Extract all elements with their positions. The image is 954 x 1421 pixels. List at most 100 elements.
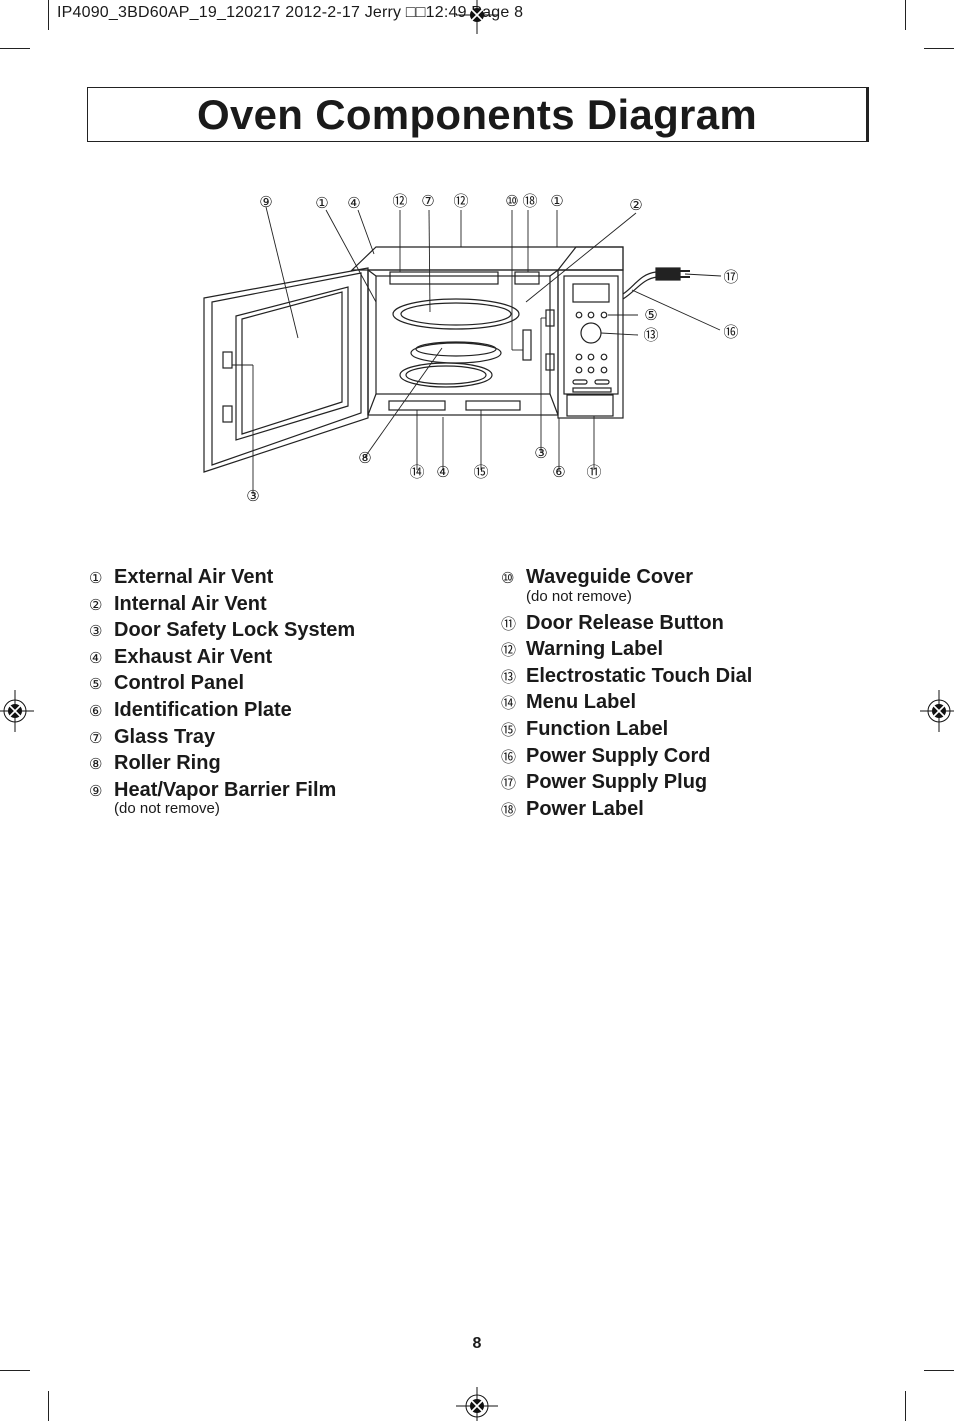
legend-item: ⑬ Electrostatic Touch Dial (501, 665, 752, 692)
legend-item: ⑮ Function Label (501, 718, 752, 745)
leader-lines (232, 206, 722, 494)
registration-mark-left (0, 690, 34, 732)
legend-item: ⑱ Power Label (501, 798, 752, 825)
legend-label: Heat/Vapor Barrier Film (114, 778, 337, 801)
legend-item: ⑯ Power Supply Cord (501, 745, 752, 772)
callout-17: ⑰ (723, 268, 738, 286)
legend-note: (do not remove) (114, 800, 220, 818)
oven-door (203, 267, 369, 473)
callout-9: ⑨ (259, 193, 272, 211)
legend-number: ⑱ (501, 801, 517, 819)
legend-item: ④ Exhaust Air Vent (89, 646, 355, 673)
registration-mark-bottom (456, 1387, 498, 1421)
legend-item: ⑧ Roller Ring (89, 752, 355, 779)
callout-10: ⑩ (505, 192, 518, 210)
legend-number: ⑯ (501, 748, 517, 766)
legend-number: ⑥ (89, 702, 103, 720)
legend-item: ⑤ Control Panel (89, 672, 355, 699)
legend-number: ⑬ (501, 668, 517, 686)
callout-4b: ④ (436, 463, 449, 481)
crop-mark-top-right-h (924, 48, 954, 49)
legend-item: ③ Door Safety Lock System (89, 619, 355, 646)
callout-13: ⑬ (643, 326, 658, 344)
legend-item: ② Internal Air Vent (89, 593, 355, 620)
legend-label: Power Supply Plug (526, 771, 708, 794)
callout-7: ⑦ (421, 192, 434, 210)
callout-5: ⑤ (644, 306, 657, 324)
legend-label: Internal Air Vent (114, 592, 267, 615)
legend-label: External Air Vent (114, 566, 274, 588)
callout-6: ⑥ (552, 463, 565, 481)
legend-item: ⑦ Glass Tray (89, 726, 355, 753)
callout-16: ⑯ (723, 323, 738, 341)
legend-number: ④ (89, 649, 103, 667)
callout-15: ⑮ (473, 463, 488, 481)
callout-12b: ⑫ (453, 192, 468, 210)
control-panel (557, 269, 624, 419)
legend-item: ⑥ Identification Plate (89, 699, 355, 726)
legend-label: Control Panel (114, 672, 245, 695)
legend-number: ③ (89, 623, 103, 641)
crop-mark-top-left-v (48, 0, 49, 30)
legend-number: ⑫ (501, 642, 517, 660)
print-slug: IP4090_3BD60AP_19_120217 2012-2-17 Jerry… (57, 4, 524, 21)
legend-item: ⑭ Menu Label (501, 691, 752, 718)
callout-3a: ③ (534, 444, 547, 462)
power-cord (622, 267, 690, 300)
crop-mark-bottom-left-h (0, 1370, 30, 1371)
oven-cabinet (350, 246, 624, 416)
title-box: Oven Components Diagram (87, 87, 869, 142)
legend-label: Door Safety Lock System (114, 619, 356, 642)
legend-number: ⑩ (501, 570, 515, 587)
legend-number: ⑪ (501, 615, 517, 633)
registration-mark-right (920, 690, 954, 732)
callout-1b: ① (550, 192, 563, 210)
legend-number: ⑮ (501, 721, 517, 739)
legend-number: ⑤ (89, 676, 103, 694)
legend-item: ① External Air Vent (89, 566, 355, 593)
legend-right: ⑩ Waveguide Cover (do not remove) ⑪ Door R… (501, 566, 752, 824)
legend-item: ⑰ Power Supply Plug (501, 771, 752, 798)
legend-number: ⑧ (89, 756, 103, 774)
callout-3b: ③ (246, 487, 259, 505)
legend-item: ⑫ Warning Label (501, 638, 752, 665)
crop-mark-bottom-right-h (924, 1370, 954, 1371)
legend-number: ⑦ (89, 729, 103, 747)
callout-14: ⑭ (409, 463, 424, 481)
legend-label: Power Label (526, 797, 644, 820)
legend-number: ⑰ (501, 775, 517, 793)
oven-diagram: ⑨ ① ④ ⑫ ⑦ ⑫ ⑩ ⑱ ① ② ⑰ ⑤ ⑬ ⑯ ⑧ ⑭ ④ ⑮ ③ ⑥ … (203, 192, 739, 505)
legend-number: ⑨ (89, 782, 103, 800)
legend-label: Power Supply Cord (526, 744, 711, 767)
callout-8: ⑧ (358, 449, 371, 467)
crop-mark-bottom-left-v (48, 1391, 49, 1421)
legend-label: Menu Label (526, 691, 637, 714)
callout-18: ⑱ (522, 192, 537, 210)
legend-label: Function Label (526, 717, 669, 740)
crop-mark-top-left-h (0, 48, 30, 49)
legend-label: Roller Ring (114, 752, 221, 775)
legend-number: ① (89, 570, 103, 587)
legend-number: ② (89, 596, 103, 614)
legend-label: Exhaust Air Vent (114, 645, 273, 668)
legend-label: Door Release Button (526, 611, 724, 634)
crop-mark-top-right-v (905, 0, 906, 30)
callout-numbers: ⑨ ① ④ ⑫ ⑦ ⑫ ⑩ ⑱ ① ② ⑰ ⑤ ⑬ ⑯ ⑧ ⑭ ④ ⑮ ③ ⑥ … (246, 192, 738, 505)
page-title: Oven Components Diagram (197, 90, 757, 138)
legend-number: ⑭ (501, 695, 517, 713)
registration-mark-top (456, 0, 498, 34)
page-number: 8 (472, 1335, 482, 1352)
callout-11: ⑪ (586, 463, 601, 481)
legend-label: Warning Label (526, 638, 664, 661)
legend-label: Waveguide Cover (526, 566, 694, 588)
callout-1a: ① (315, 194, 328, 212)
legend-label: Identification Plate (114, 698, 292, 721)
legend-note: (do not remove) (526, 587, 632, 605)
legend-item: ⑪ Door Release Button (501, 612, 752, 639)
legend-label: Glass Tray (114, 725, 216, 748)
callout-4a: ④ (347, 194, 360, 212)
callout-2: ② (629, 196, 642, 214)
legend-item: ⑩ Waveguide Cover (501, 566, 752, 593)
legend-label: Electrostatic Touch Dial (526, 664, 753, 687)
